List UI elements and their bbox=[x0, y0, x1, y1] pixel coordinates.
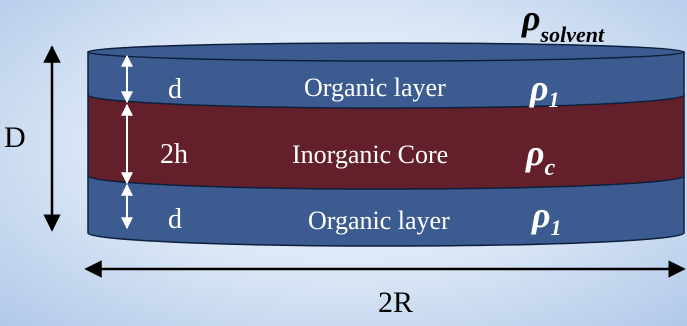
rho-solvent-symbol: ρ bbox=[521, 0, 541, 38]
top-organic-layer bbox=[87, 51, 685, 109]
top-layer-rho-subscript: 1 bbox=[549, 87, 560, 112]
diameter-label: 2R bbox=[378, 286, 413, 319]
core-rho: ρc bbox=[525, 133, 556, 181]
total-height-label: D bbox=[4, 121, 26, 154]
bottom-layer-rho: ρ1 bbox=[531, 195, 562, 240]
bottom-layer-thickness-label: d bbox=[168, 204, 182, 235]
top-layer-name: Organic layer bbox=[304, 73, 446, 102]
core-thickness-label: 2h bbox=[160, 139, 188, 170]
bottom-layer-name: Organic layer bbox=[308, 206, 450, 235]
bottom-layer-rho-subscript: 1 bbox=[551, 215, 562, 240]
top-layer-rho-symbol: ρ bbox=[529, 68, 549, 108]
rho-solvent-subscript: solvent bbox=[540, 22, 605, 47]
bottom-organic-layer bbox=[87, 175, 685, 247]
top-layer-rho: ρ1 bbox=[529, 68, 560, 112]
disk-top-face bbox=[87, 42, 685, 62]
core-name: Inorganic Core bbox=[292, 140, 448, 169]
core-rho-subscript: c bbox=[545, 155, 556, 181]
disk bbox=[87, 42, 685, 247]
inorganic-core bbox=[87, 94, 685, 190]
bottom-layer-rho-symbol: ρ bbox=[531, 195, 551, 235]
rho-solvent-label: ρsolvent bbox=[521, 0, 605, 47]
top-layer-thickness-label: d bbox=[168, 74, 182, 105]
core-rho-symbol: ρ bbox=[525, 133, 545, 173]
